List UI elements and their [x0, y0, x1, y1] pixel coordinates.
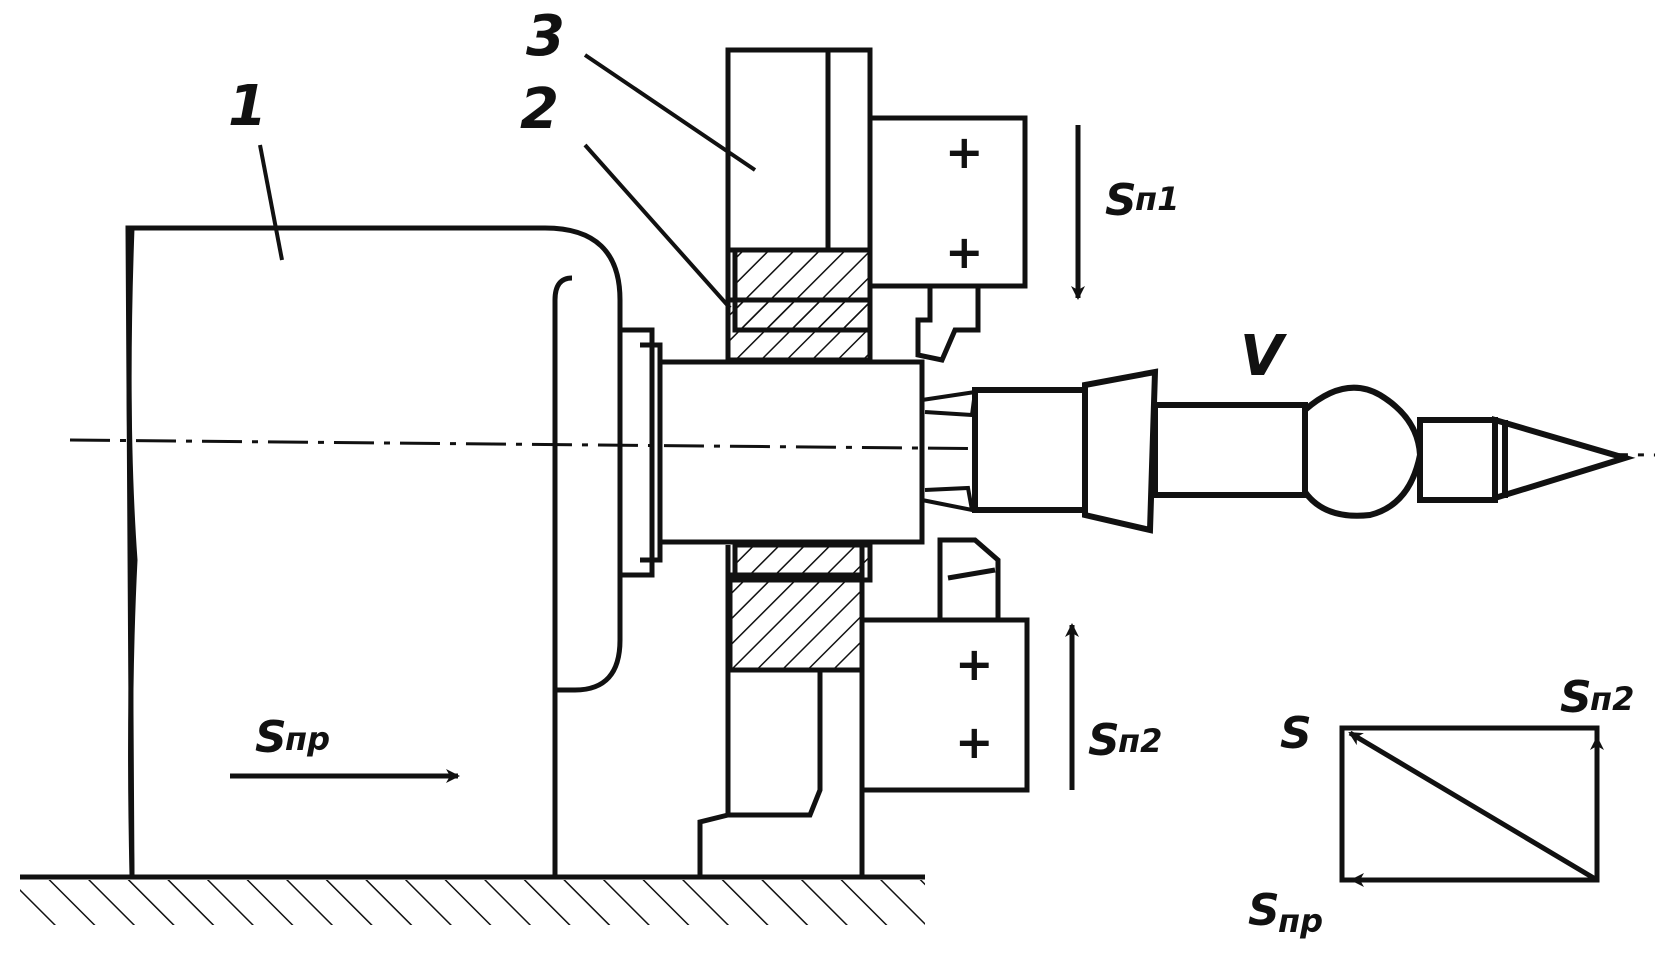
- spindle-flange: [620, 327, 663, 578]
- upper-hatched-blocks: [725, 247, 873, 363]
- plus-sign-upper-2: +: [945, 225, 984, 279]
- lower-slide: [697, 537, 1030, 875]
- label-velocity: V: [1240, 324, 1288, 389]
- label-part-1: 1: [228, 74, 267, 139]
- label-part-3: 3: [526, 4, 565, 69]
- label-sn1-sub: п1: [1135, 180, 1179, 218]
- vector-diagram: [1339, 725, 1604, 887]
- label-vector-sn2-sub: п2: [1590, 680, 1634, 718]
- plus-sign-lower-1: +: [955, 637, 994, 691]
- label-snp-sub: пр: [285, 720, 330, 758]
- label-vector-sn2-main: S: [1560, 672, 1592, 723]
- label-vector-snp: S пр: [1248, 885, 1323, 940]
- label-vector-s: S: [1280, 708, 1312, 759]
- label-sn2-sub: п2: [1118, 722, 1162, 760]
- spindle-shaft: [657, 359, 925, 545]
- leader-lines: [258, 53, 757, 310]
- label-sn2-main: S: [1088, 715, 1120, 766]
- label-part-2: 2: [520, 77, 559, 142]
- lower-hatched-blocks: [727, 542, 873, 673]
- ground: [20, 874, 925, 925]
- label-sn1: S п1: [1105, 175, 1179, 226]
- label-vector-snp-main: S: [1248, 885, 1280, 936]
- plus-sign-upper-1: +: [945, 125, 984, 179]
- label-vector-snp-sub: пр: [1278, 902, 1323, 940]
- label-snp: S пр: [255, 712, 330, 763]
- label-snp-main: S: [255, 712, 287, 763]
- label-sn1-main: S: [1105, 175, 1137, 226]
- label-sn2: S п2: [1088, 715, 1162, 766]
- plus-sign-lower-2: +: [955, 715, 994, 769]
- label-vector-sn2: S п2: [1560, 672, 1634, 723]
- headstock-body: [125, 225, 623, 876]
- workpiece: [972, 368, 1636, 534]
- cutting-tools: [921, 389, 978, 513]
